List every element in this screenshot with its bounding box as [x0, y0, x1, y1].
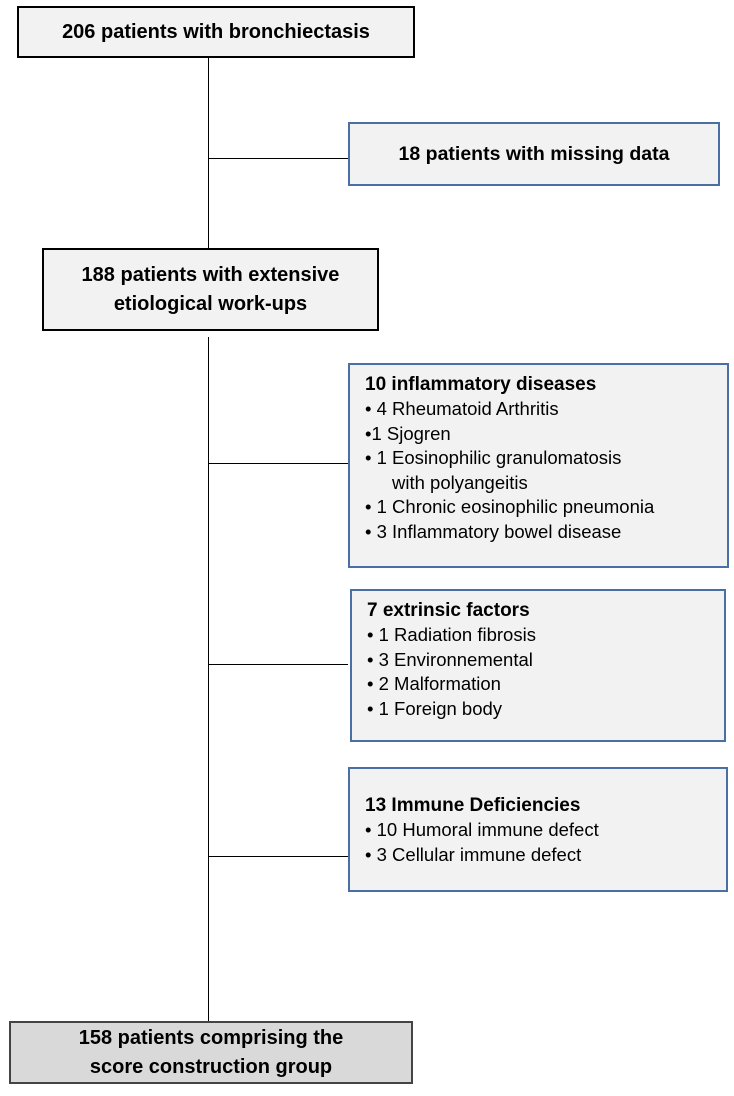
- box-workup-line-2: etiological work-ups: [113, 292, 308, 315]
- connector-immune: [208, 856, 348, 857]
- box-inflammatory: 10 inflammatory diseases • 4 Rheumatoid …: [348, 363, 729, 568]
- inflammatory-item: • 4 Rheumatoid Arthritis: [365, 398, 559, 419]
- box-start-label: 206 patients with bronchiectasis: [62, 20, 370, 43]
- box-final-line-1: 158 patients comprising the: [78, 1026, 344, 1049]
- box-workup: 188 patients with extensive etiological …: [42, 248, 379, 331]
- connector-inflammatory: [208, 463, 348, 464]
- box-final-line-2: score construction group: [89, 1055, 333, 1078]
- inflammatory-item: • 3 Inflammatory bowel disease: [365, 520, 622, 542]
- box-missing-data-label: 18 patients with missing data: [398, 142, 670, 165]
- box-immune: 13 Immune Deficiencies • 10 Humoral immu…: [348, 767, 728, 892]
- box-start: 206 patients with bronchiectasis: [17, 6, 415, 58]
- box-extrinsic: 7 extrinsic factors • 1 Radiation fibros…: [350, 589, 726, 742]
- extrinsic-item: • 1 Radiation fibrosis: [367, 624, 536, 645]
- inflammatory-item: •1 Sjogren: [365, 422, 451, 444]
- connector-main-top: [208, 58, 209, 248]
- inflammatory-item-continued: with polyangeitis: [392, 471, 528, 493]
- extrinsic-title: 7 extrinsic factors: [367, 600, 530, 621]
- inflammatory-title: 10 inflammatory diseases: [365, 374, 597, 395]
- immune-item: • 3 Cellular immune defect: [365, 843, 582, 865]
- box-workup-line-1: 188 patients with extensive: [81, 263, 340, 286]
- immune-title: 13 Immune Deficiencies: [365, 795, 581, 816]
- connector-extrinsic: [208, 664, 348, 665]
- extrinsic-item: • 3 Environnemental: [367, 648, 533, 670]
- connector-main-bottom: [208, 337, 209, 1021]
- extrinsic-item: • 1 Foreign body: [367, 697, 503, 719]
- extrinsic-item: • 2 Malformation: [367, 673, 501, 694]
- connector-missing: [208, 158, 348, 159]
- box-final: 158 patients comprising the score constr…: [9, 1021, 413, 1084]
- immune-item: • 10 Humoral immune defect: [365, 819, 599, 840]
- inflammatory-item: • 1 Chronic eosinophilic pneumonia: [365, 496, 655, 517]
- box-missing-data: 18 patients with missing data: [348, 122, 720, 186]
- inflammatory-item: • 1 Eosinophilic granulomatosis: [365, 447, 622, 468]
